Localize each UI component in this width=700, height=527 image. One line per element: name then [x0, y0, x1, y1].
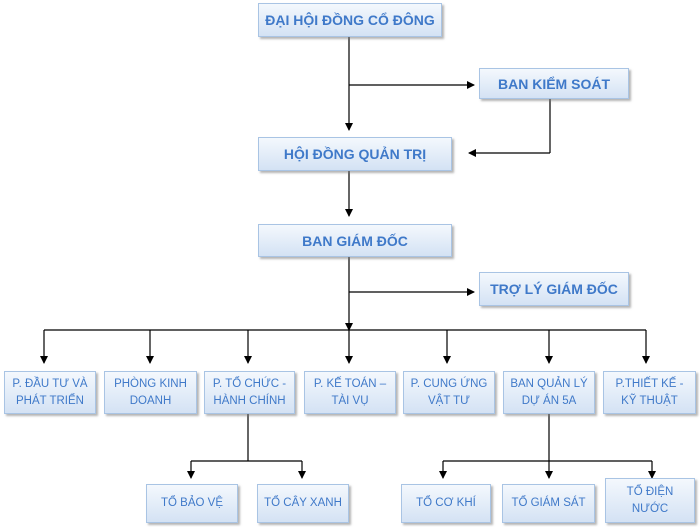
team-box: TỔ CƠ KHÍ: [401, 484, 491, 523]
department-label: BAN QUẢN LÝ DỰ ÁN 5A: [510, 377, 588, 407]
department-box: P.THIẾT KẾ - KỸ THUẬT: [603, 371, 696, 414]
department-box: PHÒNG KINH DOANH: [104, 371, 197, 414]
team-label: TỔ CƠ KHÍ: [416, 497, 476, 509]
shareholders-box: ĐẠI HỘI ĐỒNG CỔ ĐÔNG: [258, 3, 442, 37]
management-box: BAN GIÁM ĐỐC: [258, 224, 452, 257]
board-of-directors-label: HỘI ĐỒNG QUẢN TRỊ: [283, 146, 427, 162]
team-label: TỔ GIÁM SÁT: [511, 497, 586, 509]
assistant-box: TRỢ LÝ GIÁM ĐỐC: [479, 272, 629, 306]
department-label: P.THIẾT KẾ - KỸ THUẬT: [615, 377, 684, 407]
team-box: TỔ CÂY XANH: [257, 484, 349, 523]
department-box: P. KẾ TOÁN – TÀI VỤ: [304, 371, 396, 414]
supervisory-board-box: BAN KIỂM SOÁT: [479, 68, 629, 99]
management-label: BAN GIÁM ĐỐC: [302, 232, 408, 249]
assistant-label: TRỢ LÝ GIÁM ĐỐC: [490, 281, 618, 297]
department-label: P. CUNG ỨNG VẬT TƯ: [410, 377, 488, 407]
department-box: P. TỔ CHỨC - HÀNH CHÍNH: [204, 371, 295, 414]
department-label: P. TỔ CHỨC - HÀNH CHÍNH: [212, 377, 287, 407]
team-label: TỔ ĐIỆN NƯỚC: [626, 485, 674, 515]
team-box: TỔ BẢO VỆ: [146, 484, 238, 523]
department-box: BAN QUẢN LÝ DỰ ÁN 5A: [503, 371, 595, 414]
supervisory-board-label: BAN KIỂM SOÁT: [498, 75, 610, 92]
team-label: TỔ BẢO VỆ: [161, 497, 223, 509]
department-label: P. KẾ TOÁN – TÀI VỤ: [313, 377, 387, 407]
department-label: P. ĐẦU TƯ VÀ PHÁT TRIỂN: [12, 377, 88, 407]
department-box: P. ĐẦU TƯ VÀ PHÁT TRIỂN: [4, 371, 96, 414]
board-of-directors-box: HỘI ĐỒNG QUẢN TRỊ: [258, 137, 452, 171]
shareholders-label: ĐẠI HỘI ĐỒNG CỔ ĐÔNG: [265, 12, 435, 28]
team-box: TỔ GIÁM SÁT: [502, 484, 595, 523]
team-box: TỔ ĐIỆN NƯỚC: [605, 478, 695, 523]
department-label: PHÒNG KINH DOANH: [114, 377, 187, 407]
department-box: P. CUNG ỨNG VẬT TƯ: [403, 371, 495, 414]
team-label: TỔ CÂY XANH: [264, 497, 342, 509]
